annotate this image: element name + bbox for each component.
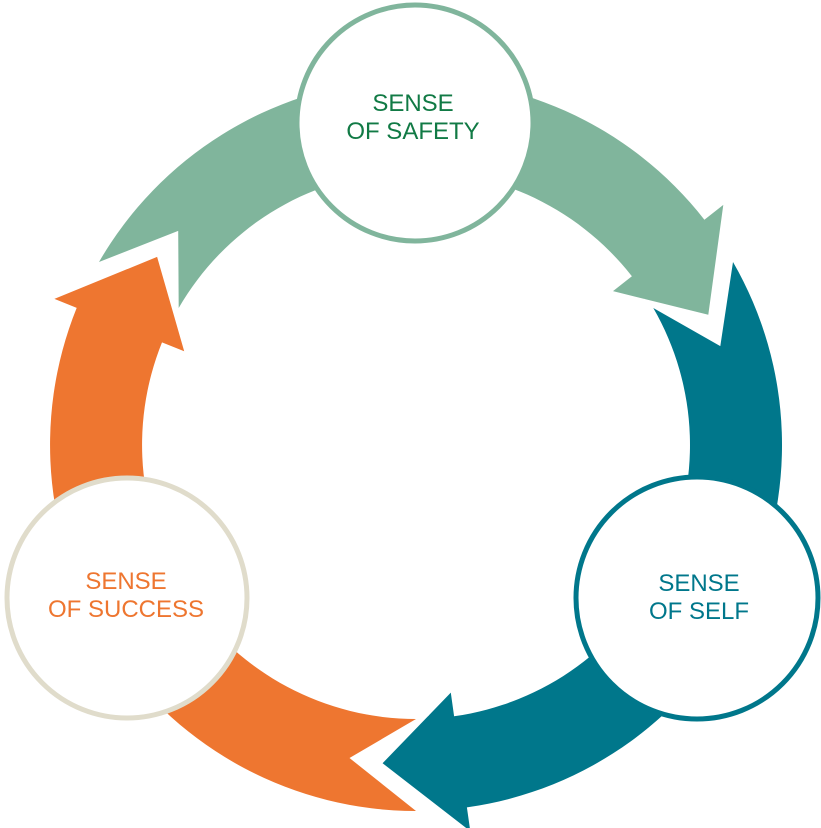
node-sense-of-self: SENSE OF SELF [573,474,821,722]
node-label-line1: SENSE [372,90,453,117]
node-label-line2: OF SELF [649,598,749,625]
node-label-line2: OF SUCCESS [48,596,204,623]
node-label-line2: OF SAFETY [346,118,479,145]
node-label-line1: SENSE [658,570,739,597]
node-sense-of-success: SENSE OF SUCCESS [4,475,250,721]
arrow-safety-to-self [90,75,728,321]
node-sense-of-safety: SENSE OF SAFETY [294,2,536,244]
node-label-line1: SENSE [85,568,166,595]
